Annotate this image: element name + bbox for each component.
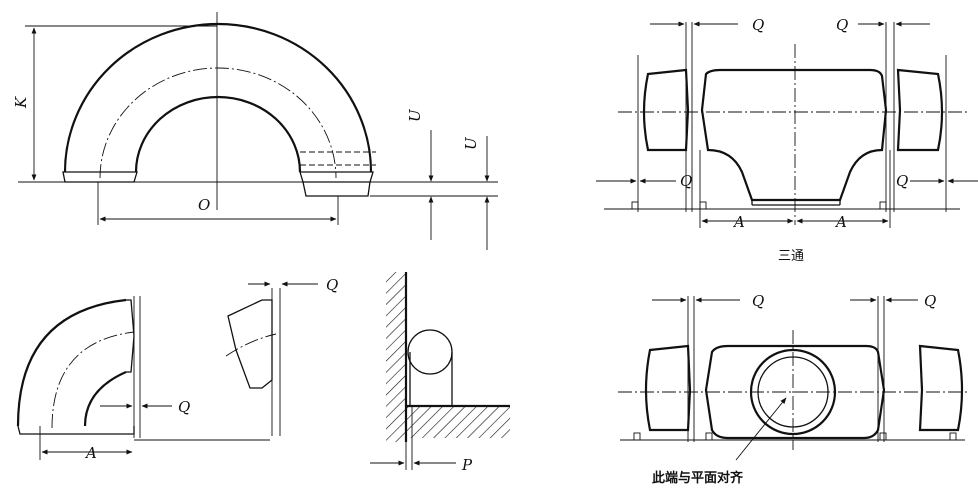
label-tee-q-bottom-right: Q: [896, 172, 908, 190]
label-tee-q-left: Q: [752, 16, 764, 34]
elbow-centerline: [51, 331, 135, 429]
elbow-view: Q A: [16, 296, 270, 462]
return-bend-inner: [134, 95, 302, 173]
elbow-end-face: [126, 299, 135, 373]
elbow-outer: [16, 298, 127, 427]
end-detail-outline: [227, 299, 273, 389]
return-bend-outer: [63, 22, 373, 173]
return-bend-right-offset: [302, 181, 371, 197]
elbow-inner: [83, 370, 127, 427]
label-k: K: [12, 96, 30, 109]
return-bend-view: K O U U: [12, 12, 498, 250]
cross-right-detail: [918, 344, 964, 432]
tee-view: Q Q Q Q A A 三通: [596, 16, 978, 264]
wall-hatch: [386, 272, 406, 442]
caption-tee: 三通: [778, 249, 804, 264]
tee-right-detail: [896, 68, 944, 152]
squareness-check-view: P: [370, 272, 510, 474]
label-tee-a-left: A: [732, 213, 745, 231]
label-o: O: [198, 196, 210, 214]
label-p: P: [461, 456, 473, 474]
label-elbow-q: Q: [178, 398, 190, 416]
cross-view: Q Q 此端与平面对齐: [618, 292, 968, 486]
label-tee-a-right: A: [834, 213, 847, 231]
caption-cross-note: 此端与平面对齐: [652, 470, 744, 486]
cross-left-detail: [644, 344, 692, 432]
label-cross-q-right: Q: [924, 292, 936, 310]
end-detail-view: Q: [225, 276, 338, 436]
label-tee-q-right: Q: [836, 16, 848, 34]
label-u-2: U: [462, 136, 480, 150]
tee-body: [700, 68, 888, 202]
return-bend-right-end: [299, 171, 374, 183]
elbow-base: [17, 425, 135, 435]
label-u-1: U: [406, 108, 424, 122]
floor-hatch: [406, 406, 510, 438]
label-elbow-a: A: [84, 444, 97, 462]
label-tee-q-bottom-left: Q: [680, 172, 692, 190]
label-detail-q: Q: [326, 276, 338, 294]
return-bend-centerline: [99, 67, 337, 179]
pipe-circle: [407, 329, 453, 375]
label-cross-q-left: Q: [752, 292, 764, 310]
tee-left-detail: [642, 68, 690, 152]
